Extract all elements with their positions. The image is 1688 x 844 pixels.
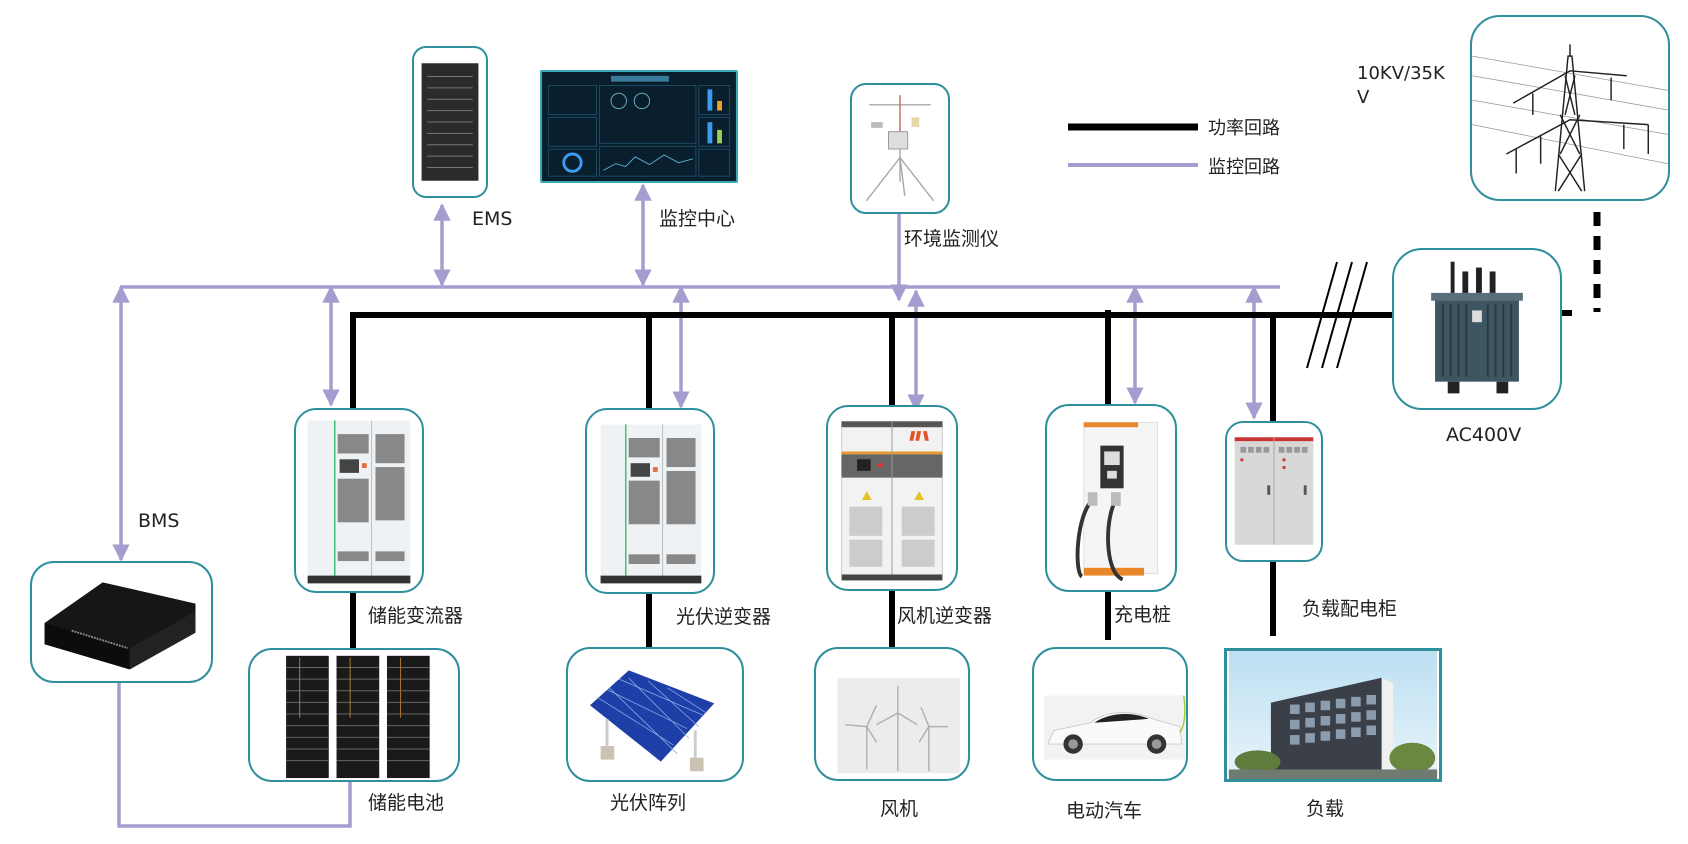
pv-array-box[interactable] <box>566 647 744 782</box>
three-phase-mark <box>1306 261 1368 369</box>
load-cabinet-box[interactable] <box>1225 421 1323 562</box>
battery-box[interactable] <box>248 648 460 782</box>
power-bus <box>350 310 1572 648</box>
load-label: 负载 <box>1306 798 1345 820</box>
wind-turbine-label: 风机 <box>880 798 919 820</box>
pcs-box[interactable] <box>294 408 424 593</box>
env-monitor-box[interactable] <box>850 83 950 214</box>
env-monitor-label: 环境监测仪 <box>904 228 1000 250</box>
legend-monitor-label: 监控回路 <box>1208 157 1280 178</box>
bms-label: BMS <box>138 510 180 532</box>
bms-controller-icon <box>44 582 196 670</box>
monitor-bus <box>112 183 1280 828</box>
charger-box[interactable] <box>1045 404 1177 592</box>
wind-inverter-label: 风机逆变器 <box>897 605 993 627</box>
load-box[interactable] <box>1224 648 1442 782</box>
pv-inverter-box[interactable] <box>585 408 715 594</box>
transformer-icon <box>1431 261 1523 394</box>
distribution-cabinet-icon <box>1234 437 1314 545</box>
server-rack-icon <box>421 63 479 181</box>
charger-label: 充电桩 <box>1114 604 1172 626</box>
transformer-box[interactable] <box>1392 248 1562 410</box>
inverter-cabinet-icon <box>600 424 702 584</box>
wind-inverter-box[interactable] <box>826 405 958 591</box>
pv-array-label: 光伏阵列 <box>610 792 687 814</box>
wind-inverter-icon <box>841 420 943 581</box>
load-cabinet-label: 负载配电柜 <box>1302 598 1398 620</box>
monitor-center-label: 监控中心 <box>659 208 736 230</box>
weather-station-icon <box>865 95 935 202</box>
wind-turbine-box[interactable] <box>814 647 970 781</box>
battery-label: 储能电池 <box>368 792 445 814</box>
pv-inverter-label: 光伏逆变器 <box>676 606 772 628</box>
ev-charger-icon <box>1075 421 1159 582</box>
legend-power-label: 功率回路 <box>1208 118 1280 139</box>
pcs-label: 储能变流器 <box>368 605 464 627</box>
dashboard-screen-icon <box>543 72 735 181</box>
solar-panel-icon <box>589 670 715 772</box>
battery-rack-icon <box>286 655 430 779</box>
ev-label: 电动汽车 <box>1066 800 1143 822</box>
ev-box[interactable] <box>1032 647 1188 781</box>
ems-box[interactable] <box>412 46 488 198</box>
ems-label: EMS <box>472 208 513 230</box>
transmission-tower-box[interactable] <box>1470 15 1670 201</box>
monitor-center-box[interactable] <box>540 70 738 183</box>
building-icon <box>1228 651 1438 779</box>
electric-car-icon <box>1044 695 1186 760</box>
low-voltage-label: AC400V <box>1446 424 1522 446</box>
transmission-tower-icon <box>1472 44 1668 192</box>
converter-cabinet-icon <box>307 420 411 584</box>
wind-turbine-icon <box>837 678 960 774</box>
high-voltage-label: 10KV/35KV <box>1357 63 1445 108</box>
bms-box[interactable] <box>30 561 213 683</box>
